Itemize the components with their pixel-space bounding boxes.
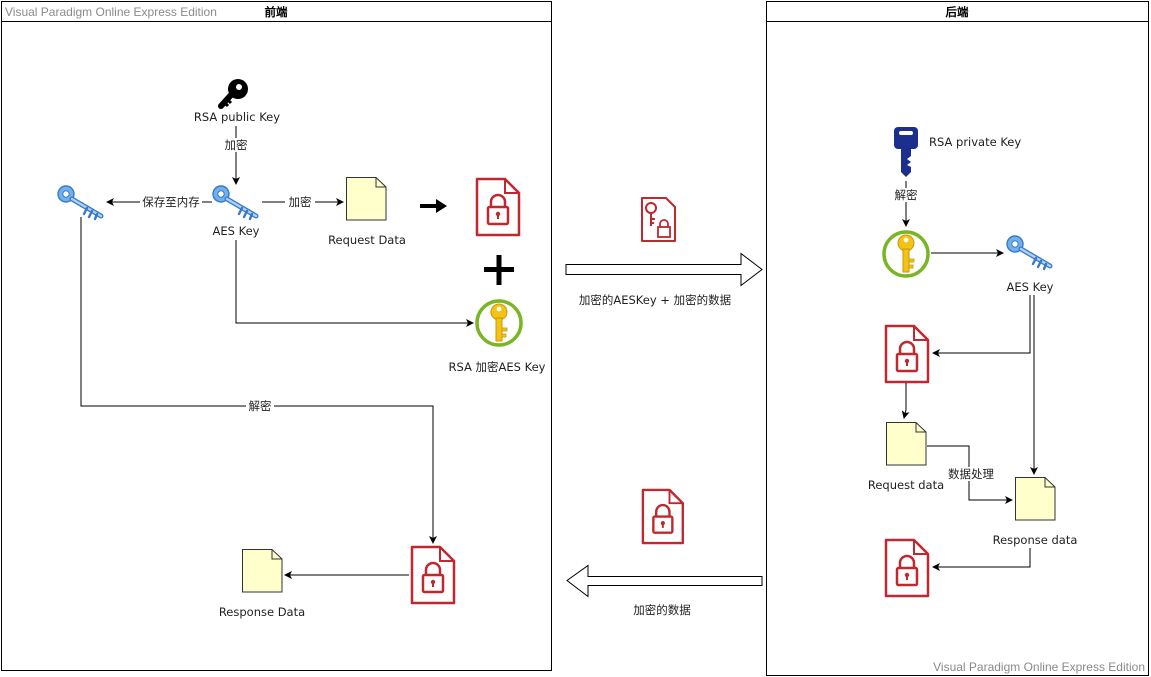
watermark-top: Visual Paradigm Online Express Edition bbox=[5, 5, 217, 19]
encrypted-response-lock-document-icon bbox=[410, 545, 456, 605]
frontend-pool bbox=[1, 1, 552, 671]
backend-encrypted-response-lock-document-icon bbox=[884, 538, 930, 598]
encrypted-aes-gold-key-icon bbox=[882, 230, 930, 278]
backend-aes-key-label: AES Key bbox=[1007, 280, 1054, 294]
rsa-public-key-label: RSA public Key bbox=[194, 110, 280, 124]
rsa-encrypt-aes-key-label: RSA 加密AES Key bbox=[449, 360, 546, 374]
response-data-document-icon bbox=[242, 549, 283, 593]
encrypted-key-bundle-icon bbox=[641, 197, 676, 242]
request-data-document-icon bbox=[346, 177, 387, 221]
arrow-right-icon bbox=[420, 199, 447, 213]
edge-decrypt-request bbox=[901, 383, 910, 419]
saved-aes-key-blue-key-icon bbox=[58, 186, 101, 219]
to-backend-label: 加密的AESKey + 加密的数据 bbox=[579, 293, 732, 307]
backend-title: 后端 bbox=[946, 5, 969, 19]
process-label: 数据处理 bbox=[948, 467, 994, 481]
encrypt-label-1: 加密 bbox=[225, 138, 248, 152]
backend-encrypted-request-lock-document-icon bbox=[884, 324, 930, 384]
backend-response-data-label: Response data bbox=[993, 533, 1078, 547]
watermark-bottom: Visual Paradigm Online Express Edition bbox=[933, 660, 1145, 674]
rsa-encrypted-aes-gold-key-icon bbox=[475, 299, 523, 347]
navy-key-icon bbox=[894, 127, 918, 177]
edge-label-bg bbox=[285, 195, 315, 209]
request-data-label: Request Data bbox=[328, 233, 406, 247]
response-data-label: Response Data bbox=[219, 605, 305, 619]
encrypt-label-2: 加密 bbox=[289, 195, 312, 209]
decrypt-label-backend: 解密 bbox=[895, 188, 918, 202]
save-to-memory-label: 保存至内存 bbox=[142, 195, 200, 209]
aes-key-label: AES Key bbox=[213, 224, 260, 238]
decrypt-label-frontend: 解密 bbox=[249, 399, 272, 413]
arrow-to-backend bbox=[565, 252, 763, 287]
edge-aes-to-rsa-encrypt bbox=[235, 240, 474, 327]
edge-aes-to-request bbox=[932, 295, 1031, 357]
edge-label-bg bbox=[947, 467, 995, 481]
frontend-title: 前端 bbox=[265, 5, 288, 19]
plus-icon bbox=[484, 255, 514, 285]
edge-label-bg bbox=[891, 188, 921, 202]
rsa-private-key-label: RSA private Key bbox=[929, 135, 1021, 149]
edge-encrypt-response bbox=[932, 548, 1031, 571]
backend-response-data-document-icon bbox=[1015, 477, 1056, 521]
backend-pool bbox=[766, 1, 1149, 676]
to-frontend-label: 加密的数据 bbox=[633, 603, 691, 617]
encrypted-request-lock-document-icon bbox=[475, 177, 521, 237]
edge-label-bg bbox=[246, 399, 274, 413]
aes-key-blue-key-icon bbox=[213, 186, 256, 219]
backend-request-data-document-icon bbox=[886, 422, 927, 466]
edge-label-bg bbox=[140, 195, 202, 209]
edge-decrypt-response bbox=[80, 217, 437, 544]
edge-label-bg bbox=[220, 138, 252, 152]
arrow-to-frontend bbox=[566, 564, 763, 598]
encrypted-data-lock-document-icon bbox=[641, 488, 684, 545]
key-icon bbox=[218, 79, 248, 109]
backend-request-data-label: Request data bbox=[868, 478, 944, 492]
aes-key-backend-blue-key-icon bbox=[1007, 236, 1050, 269]
